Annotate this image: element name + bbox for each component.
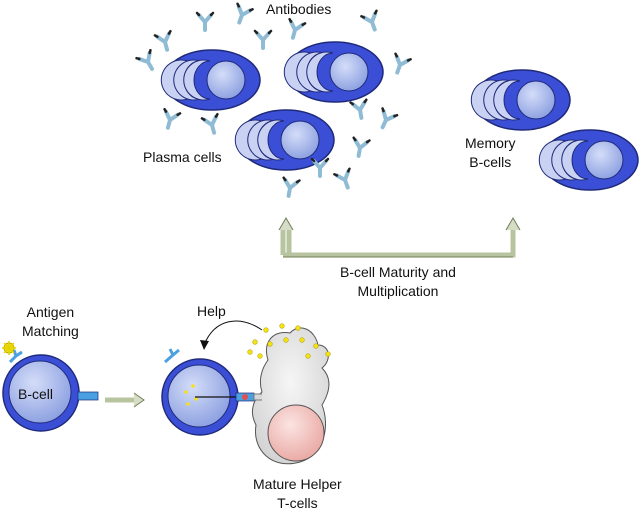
plasma-cells-label: Plasma cells xyxy=(143,149,222,165)
antibody-icon xyxy=(229,1,255,28)
help-label: Help xyxy=(197,303,226,319)
antibody-icon xyxy=(199,112,224,137)
antibody-icon xyxy=(387,51,413,78)
maturity-bracket-arrow xyxy=(278,217,521,258)
antibody-icon xyxy=(158,107,183,132)
antibodies-label: Antibodies xyxy=(266,1,332,17)
cytokine-dots xyxy=(247,323,331,359)
plasma-cell-1 xyxy=(160,49,261,111)
activated-b-cell xyxy=(161,348,255,436)
antibody-icon xyxy=(278,175,302,200)
b-cell xyxy=(2,349,99,432)
process-arrow xyxy=(105,392,145,408)
antibody-icon xyxy=(373,106,400,133)
antibody-icon xyxy=(253,29,273,50)
antibody-icon xyxy=(348,97,372,122)
antibody-icon xyxy=(195,11,215,32)
plasma-cell-3 xyxy=(234,109,335,171)
plasma-cell-2 xyxy=(283,41,384,103)
antibody-icon xyxy=(134,48,161,75)
memory-cell-1 xyxy=(470,69,571,131)
antigen-star-icon xyxy=(2,341,16,355)
antibody-icon xyxy=(348,135,372,160)
antibody-icon xyxy=(332,166,358,193)
antibody-icon xyxy=(359,8,385,35)
b-cell-label: B-cell xyxy=(18,386,54,402)
help-arrow xyxy=(200,320,263,350)
memory-cell-2 xyxy=(538,129,639,191)
antibody-icon xyxy=(283,17,308,42)
helper-t-cell xyxy=(252,327,330,465)
antibody-icon xyxy=(152,29,177,54)
